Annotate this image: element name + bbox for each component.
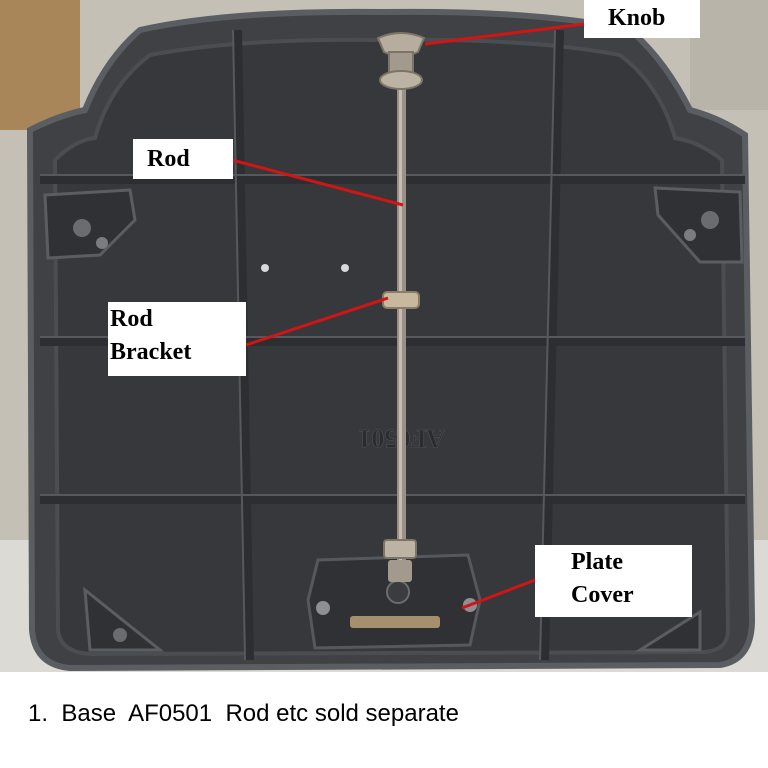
corner-bracket-bottom-right [634, 609, 702, 652]
callout-knob: Knob [584, 0, 700, 38]
grid-ribs [40, 29, 745, 661]
callout-plate-cover: Plate Cover [535, 545, 692, 617]
callout-plate-cover-line1: Plate [571, 549, 623, 575]
callout-plate-cover-line2: Cover [571, 582, 634, 608]
leader-lines [231, 22, 585, 610]
callout-rod: Rod [133, 139, 233, 179]
leader-knob [424, 22, 585, 46]
leader-rod [231, 158, 404, 207]
leader-plate-cover [461, 578, 536, 610]
callout-rod-bracket: Rod Bracket [108, 302, 246, 376]
caption: 1. Base AF0501 Rod etc sold separate [28, 700, 459, 727]
corner-bracket-bottom-left [83, 586, 165, 652]
knob [376, 32, 426, 90]
leader-rod-bracket [245, 296, 389, 347]
callout-knob-label: Knob [608, 5, 666, 31]
rod-bracket [382, 291, 420, 309]
callout-rod-bracket-line2: Bracket [110, 339, 192, 365]
callout-rod-label: Rod [147, 146, 190, 172]
corner-bracket-top-right [653, 186, 744, 264]
callout-rod-bracket-line1: Rod [110, 306, 153, 332]
